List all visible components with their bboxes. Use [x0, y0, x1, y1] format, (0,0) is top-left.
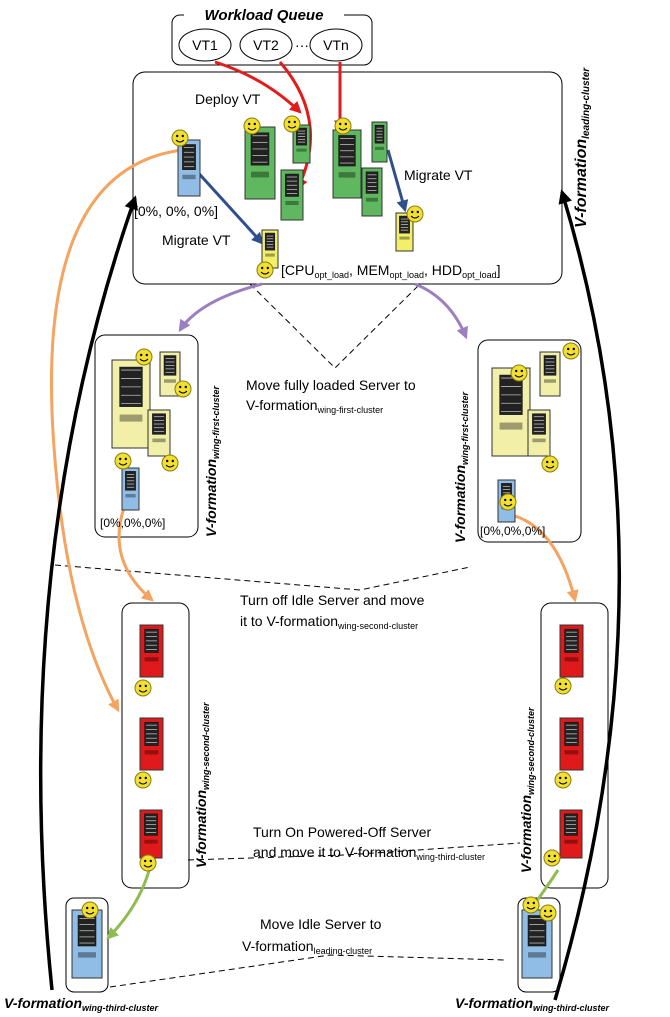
smiley-first-right-2	[563, 343, 579, 359]
wing-third-label-right: V-formationwing-third-cluster	[455, 995, 610, 1013]
smiley-first-left-2	[175, 381, 191, 397]
server-third-left	[72, 910, 102, 978]
task-vt1-label: VT1	[192, 37, 218, 53]
smiley-second-right-1	[555, 678, 571, 694]
server-leading-green-4	[333, 130, 361, 198]
move-loaded-line1: Move fully loaded Server to	[246, 377, 416, 393]
smiley-second-right-3	[544, 850, 560, 866]
workload-queue: Workload Queue VT1 VT2 ··· VTn	[172, 6, 372, 65]
server-first-left-idle	[122, 468, 139, 510]
leading-cluster-label: V-formationleading-cluster	[573, 67, 592, 228]
smiley-first-right-idle	[500, 494, 516, 510]
turn-off-line2: it to V-formationwing-second-cluster	[240, 613, 418, 631]
server-first-left-1	[112, 360, 150, 448]
server-leading-green-6	[362, 168, 382, 216]
idle-load-leading: [0%, 0%, 0%]	[134, 203, 218, 219]
smiley-leading-yellow-1	[407, 206, 423, 222]
smiley-leading-green-4	[335, 118, 351, 134]
server-second-right-1	[560, 625, 583, 677]
turn-off-line1: Turn off Idle Server and move	[240, 592, 425, 608]
turn-on-arrow-left	[108, 867, 150, 938]
server-leading-idle	[178, 140, 200, 196]
server-second-left-3	[140, 810, 162, 858]
server-first-left-3	[148, 410, 170, 456]
migrate-arrow-right	[388, 150, 405, 210]
wing-first-label-right: V-formationwing-first-cluster	[452, 391, 470, 543]
wing-first-label-left: V-formationwing-first-cluster	[203, 385, 221, 537]
smiley-first-right-1	[511, 365, 527, 381]
smiley-second-left-2	[135, 772, 151, 788]
smiley-second-left-1	[135, 680, 151, 696]
turn-on-line1: Turn On Powered-Off Server	[253, 824, 432, 840]
smiley-leading-green-2	[284, 116, 300, 132]
server-first-right-2	[540, 352, 560, 396]
server-leading-green-1	[245, 127, 275, 199]
server-leading-green-3	[281, 170, 303, 220]
smiley-third-right-2	[540, 905, 556, 921]
task-ellipsis: ···	[295, 37, 309, 53]
return-arrow-right	[555, 192, 619, 1000]
move-idle-line2: V-formationleading-cluster	[242, 938, 372, 956]
move-loaded-arrow-left	[180, 284, 262, 330]
smiley-first-left-idle	[115, 453, 131, 469]
migrate-vt-label-right: Migrate VT	[404, 167, 473, 183]
server-first-right-3	[528, 410, 550, 456]
idle-load-first-left: [0%,0%,0%]	[100, 516, 165, 530]
smiley-second-left-3	[140, 855, 156, 871]
deploy-vt-label: Deploy VT	[195, 91, 261, 107]
workload-queue-title: Workload Queue	[205, 7, 324, 24]
server-second-right-2	[560, 718, 583, 770]
smiley-first-left-1	[136, 349, 152, 365]
task-vt2-label: VT2	[253, 37, 279, 53]
smiley-leading-idle	[172, 130, 188, 146]
server-second-left-2	[140, 718, 163, 770]
move-loaded-line2: V-formationwing-first-cluster	[246, 397, 383, 415]
opt-load-label: [CPUopt_load, MEMopt_load, HDDopt_load]	[281, 262, 501, 280]
smiley-third-right	[523, 897, 539, 913]
server-second-left-1	[140, 625, 163, 677]
smiley-leading-yellow-2	[257, 262, 273, 278]
smiley-third-left	[82, 902, 98, 918]
wing-second-label-left: V-formationwing-second-cluster	[193, 702, 211, 868]
move-idle-line1: Move Idle Server to	[260, 916, 382, 932]
smiley-second-right-2	[555, 772, 571, 788]
task-vtn-label: VTn	[323, 37, 349, 53]
turn-on-line2: and move it to V-formationwing-third-clu…	[253, 844, 485, 862]
wing-second-label-right: V-formationwing-second-cluster	[518, 707, 536, 873]
smiley-leading-green-1	[244, 118, 260, 134]
smiley-first-right-3	[542, 456, 558, 472]
server-leading-green-5	[372, 122, 387, 162]
server-second-right-3	[560, 810, 582, 858]
move-loaded-arrow-right	[415, 284, 466, 337]
server-first-right-1	[492, 368, 530, 456]
migrate-vt-label-left: Migrate VT	[162, 232, 231, 248]
wing-third-label-left: V-formationwing-third-cluster	[4, 995, 159, 1013]
smiley-first-left-3	[162, 455, 178, 471]
idle-load-first-right: [0%,0%,0%]	[480, 524, 545, 538]
